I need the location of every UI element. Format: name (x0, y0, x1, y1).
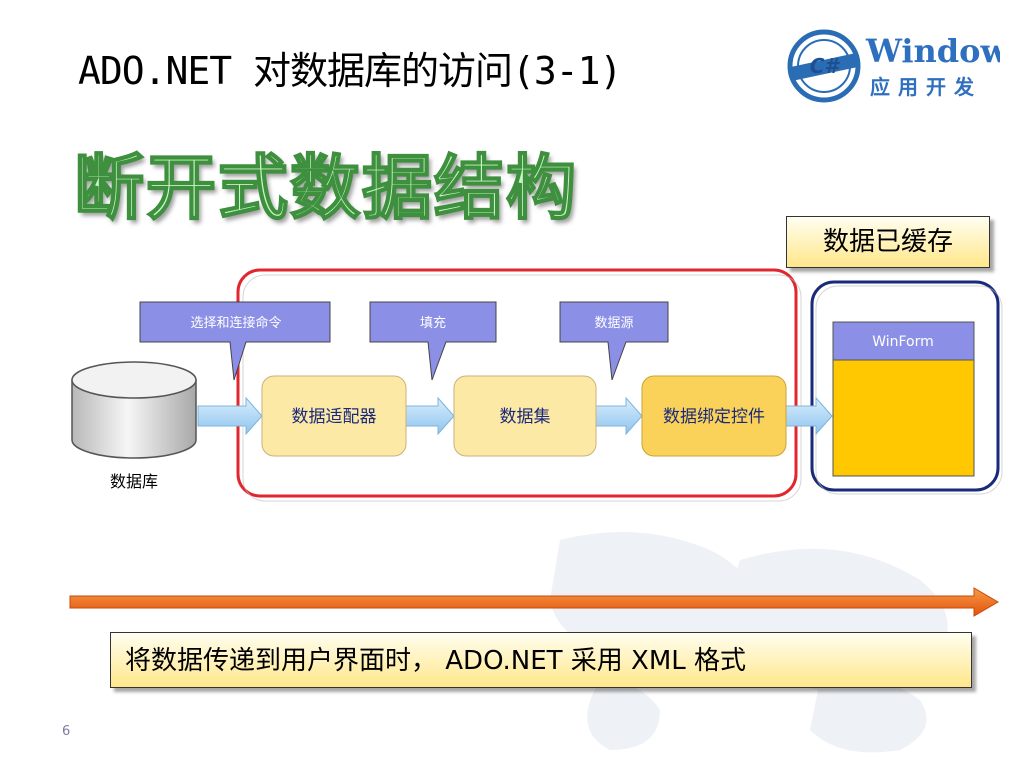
slide-title: ADO.NET 对数据库的访问(3-1) (78, 49, 622, 93)
arrow-control-to-winform (785, 396, 833, 436)
dataset-label: 数据集 (500, 407, 551, 427)
process-frame (236, 268, 798, 498)
winform-window (832, 321, 975, 477)
database-icon (71, 361, 197, 459)
adapter-label: 数据适配器 (292, 407, 377, 427)
callout-data-source (559, 301, 669, 381)
bottom-flow-arrow (69, 587, 999, 617)
bound-control-box (641, 375, 787, 457)
csharp-windows-logo: C# Windows 应用开发 (787, 29, 1000, 103)
arrow-adapter-to-dataset (405, 396, 455, 436)
arrow-db-to-adapter (197, 396, 263, 436)
ui-frame (810, 280, 1000, 492)
adapter-box (261, 375, 407, 457)
winform-title: WinForm (872, 334, 934, 350)
xml-format-note: 将数据传递到用户界面时， ADO.NET 采用 XML 格式 (110, 632, 972, 688)
callout-fill-label: 填充 (420, 315, 446, 331)
data-cached-label: 数据已缓存 (786, 216, 990, 268)
bound-control-label: 数据绑定控件 (663, 407, 765, 427)
logo-brand: Windows (865, 32, 1000, 70)
section-heading: 断开式数据结构 (73, 146, 578, 230)
dataset-box (453, 375, 597, 457)
callout-fill (369, 301, 497, 381)
database-label: 数据库 (110, 472, 158, 491)
logo-subtitle: 应用开发 (870, 75, 982, 99)
page-number: 6 (62, 724, 71, 739)
arrow-dataset-to-control (595, 396, 643, 436)
callout-select-connect (139, 301, 331, 381)
callout-data-source-label: 数据源 (594, 316, 633, 331)
callout-select-connect-label: 选择和连接命令 (190, 315, 281, 331)
logo-icon-text: C# (810, 54, 841, 78)
